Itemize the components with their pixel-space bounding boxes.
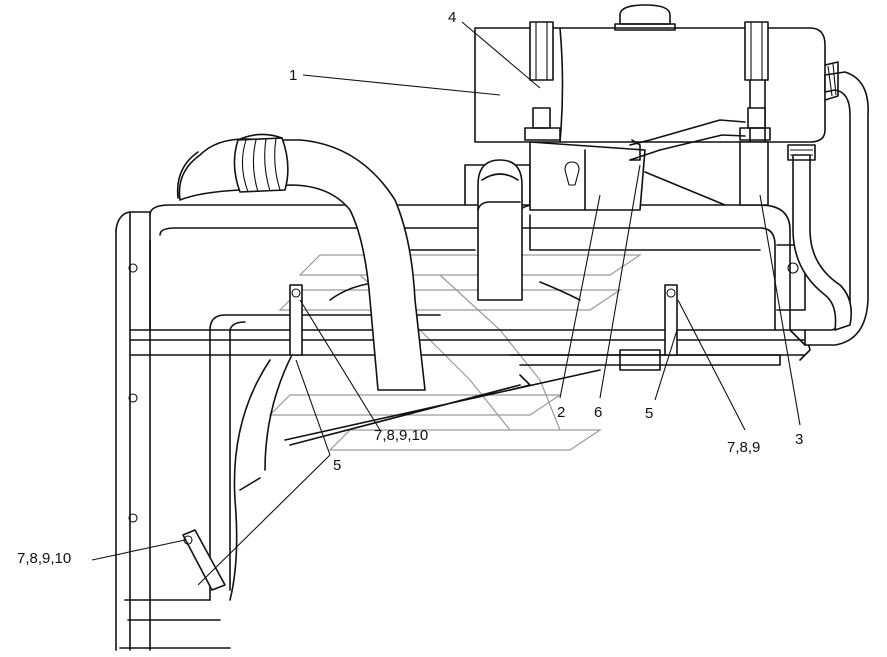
- callout-2: 2: [557, 404, 565, 421]
- callout-1: 1: [289, 67, 297, 84]
- callout-7-8-9-10-center: 7,8,9,10: [374, 427, 428, 444]
- callout-3: 3: [795, 431, 803, 448]
- expansion-tank: [474, 4, 826, 143]
- right-pipe: [787, 144, 853, 331]
- callout-5-left: 5: [333, 457, 341, 474]
- filler-neck: [464, 159, 531, 301]
- radiator: [129, 204, 811, 371]
- upper-hose: [176, 133, 426, 391]
- callout-6: 6: [594, 404, 602, 421]
- watermark-logo: [268, 254, 642, 451]
- tank-bracket: [529, 141, 769, 211]
- vent-pipe: [629, 61, 869, 346]
- callout-4: 4: [448, 9, 456, 26]
- callout-7-8-9-10-left: 7,8,9,10: [17, 550, 71, 567]
- callout-5-right: 5: [645, 405, 653, 422]
- callout-labels: 1 2 3 4 5 5 6 7,8,9 7,8,9,10 7,8,9,10: [17, 9, 803, 567]
- callout-7-8-9: 7,8,9: [727, 439, 760, 456]
- pipe-clamps: [182, 284, 678, 591]
- left-bracket: [115, 211, 231, 651]
- leader-lines: [91, 21, 801, 586]
